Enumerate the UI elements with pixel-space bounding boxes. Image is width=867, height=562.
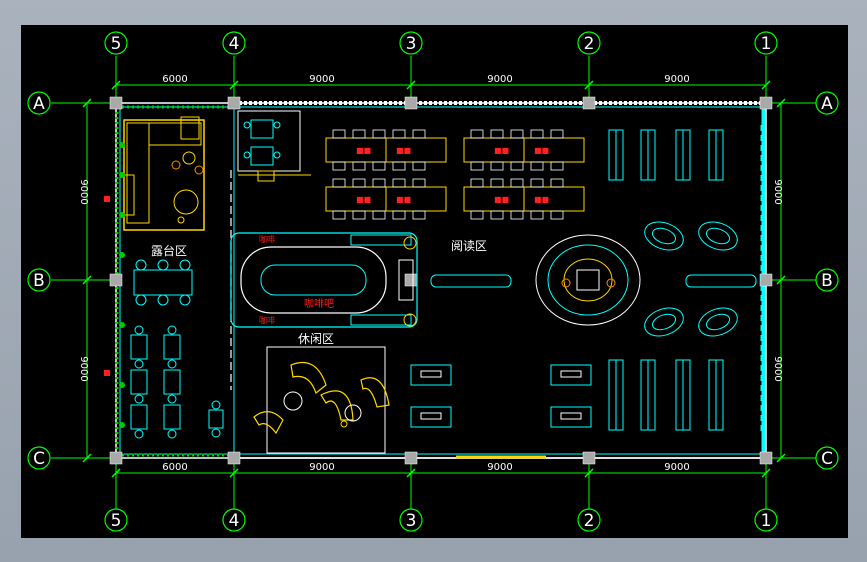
terrace-area: ■ ■ 露台区 [103, 116, 205, 428]
bookshelves [608, 125, 762, 435]
zone-label-reading: 阅读区 [451, 239, 487, 253]
floor-plan-drawing: 5 4 3 2 1 5 4 3 2 1 A B C A B C 6000 900… [27, 31, 839, 532]
zone-label-lounge: 休闲区 [298, 332, 334, 346]
dim-top-3: 9000 [487, 74, 512, 85]
axis-col-2-top: 2 [584, 34, 595, 54]
axis-col-2-bottom: 2 [584, 511, 595, 531]
desk-red-labels: ■■ ■■ ■■ ■■ ■■ ■■ ■■ ■■ [356, 146, 549, 204]
dimension-ticks [82, 80, 786, 478]
axis-col-5-bottom: 5 [111, 511, 122, 531]
outer-walls [115, 101, 767, 459]
zone-label-cafe: 咖啡吧 [304, 298, 334, 310]
svg-text:■■: ■■ [534, 195, 549, 204]
central-round-desk [535, 234, 641, 326]
cafe-bar: 咖啡 咖啡 咖啡吧 [230, 232, 418, 328]
axis-col-4-top: 4 [229, 34, 240, 54]
svg-text:■■: ■■ [494, 146, 509, 155]
svg-text:■■: ■■ [534, 146, 549, 155]
axis-col-3-top: 3 [406, 34, 417, 54]
terrace-tables [130, 259, 224, 439]
cad-canvas[interactable]: 5 4 3 2 1 5 4 3 2 1 A B C A B C 6000 900… [21, 25, 848, 538]
dim-right-1: 9000 [772, 179, 783, 204]
structural-columns [109, 96, 773, 465]
dim-top-4: 9000 [664, 74, 689, 85]
oval-seating [644, 221, 738, 337]
axis-col-4-bottom: 4 [229, 511, 240, 531]
svg-text:■■: ■■ [356, 195, 371, 204]
dim-bottom-3: 9000 [487, 462, 512, 473]
axis-col-3-bottom: 3 [406, 511, 417, 531]
axis-labels: 5 4 3 2 1 5 4 3 2 1 A B C A B C [33, 34, 833, 531]
axis-row-a-left: A [33, 94, 45, 114]
dim-right-2: 9000 [772, 356, 783, 381]
dim-bottom-2: 9000 [309, 462, 334, 473]
meeting-room [237, 110, 311, 182]
lounge-area: 休闲区 [253, 332, 390, 454]
axis-row-b-left: B [33, 271, 45, 291]
axis-bubbles [27, 31, 839, 532]
zone-label-terrace: 露台区 [151, 243, 187, 258]
dim-bottom-1: 6000 [162, 462, 187, 473]
svg-text:■: ■ [103, 368, 111, 377]
axis-col-1-bottom: 1 [761, 511, 772, 531]
svg-text:■■: ■■ [396, 195, 411, 204]
dim-left-2: 9000 [78, 356, 89, 381]
svg-text:■: ■ [103, 194, 111, 203]
reading-bench [430, 274, 757, 288]
svg-text:■■: ■■ [494, 195, 509, 204]
axis-col-1-top: 1 [761, 34, 772, 54]
axis-row-c-right: C [821, 449, 833, 469]
svg-text:咖啡: 咖啡 [259, 234, 275, 244]
axis-row-b-right: B [821, 271, 833, 291]
dim-bottom-4: 9000 [664, 462, 689, 473]
dim-top-1: 6000 [162, 74, 187, 85]
dim-top-2: 9000 [309, 74, 334, 85]
reading-chairs [332, 129, 564, 220]
axis-row-a-right: A [821, 94, 833, 114]
reading-desks [325, 137, 585, 212]
svg-text:■■: ■■ [356, 146, 371, 155]
axis-col-5-top: 5 [111, 34, 122, 54]
grid-lines [51, 56, 816, 509]
dimension-texts: 6000 9000 9000 9000 6000 9000 9000 9000 … [78, 74, 783, 473]
svg-text:■■: ■■ [396, 146, 411, 155]
axis-row-c-left: C [33, 449, 45, 469]
svg-text:咖啡: 咖啡 [259, 315, 275, 325]
dim-left-1: 9000 [78, 179, 89, 204]
small-tables [410, 364, 592, 428]
